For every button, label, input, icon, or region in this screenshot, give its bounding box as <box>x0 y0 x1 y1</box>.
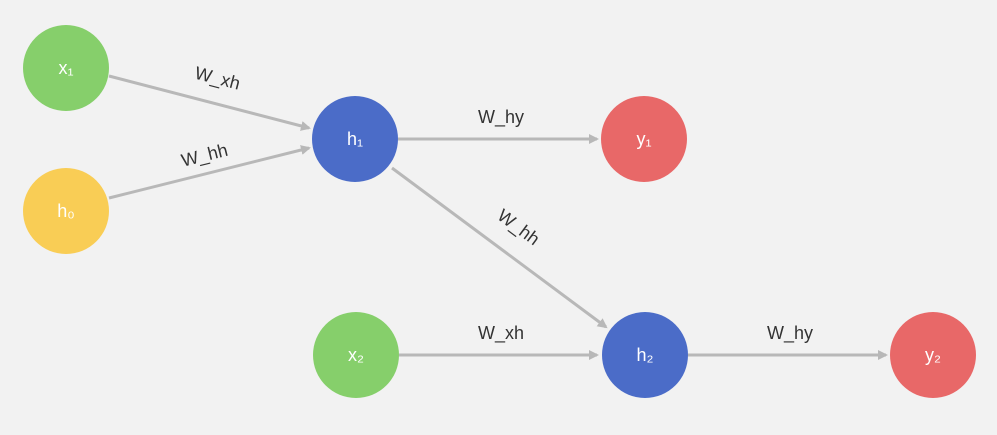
edge-label-h1-y1: W_hy <box>478 107 524 128</box>
node-label-y1: y₁ <box>636 129 651 149</box>
edge-h1-to-h2 <box>391 166 608 329</box>
edge-label-h2-y2: W_hy <box>767 323 813 344</box>
node-x2: x₂ <box>313 312 399 398</box>
edge-h0-to-h1 <box>108 145 311 200</box>
edge-label-x2-h2: W_xh <box>478 323 524 344</box>
node-label-x1: x₁ <box>58 58 73 78</box>
nodes-layer: x₁ h₀ h₁ y₁ x₂ h₂ y₂ <box>23 25 976 398</box>
node-x1: x₁ <box>23 25 109 111</box>
node-label-h2: h₂ <box>637 345 654 365</box>
node-h1: h₁ <box>312 96 398 182</box>
node-label-h1: h₁ <box>347 129 363 149</box>
edge-label-x1-h1: W_xh <box>192 63 242 95</box>
node-label-y2: y₂ <box>925 345 941 365</box>
node-label-h0: h₀ <box>57 201 74 221</box>
edge-label-h1-h2: W_hh <box>493 205 543 250</box>
edge-x1-to-h1 <box>108 74 311 131</box>
node-y2: y₂ <box>890 312 976 398</box>
node-h0: h₀ <box>23 168 109 254</box>
edges-layer: W_xh W_hh W_hy W_hh W_xh W_hy <box>108 63 888 360</box>
node-y1: y₁ <box>601 96 687 182</box>
edge-label-h0-h1: W_hh <box>179 140 230 172</box>
node-h2: h₂ <box>602 312 688 398</box>
node-label-x2: x₂ <box>348 345 364 365</box>
